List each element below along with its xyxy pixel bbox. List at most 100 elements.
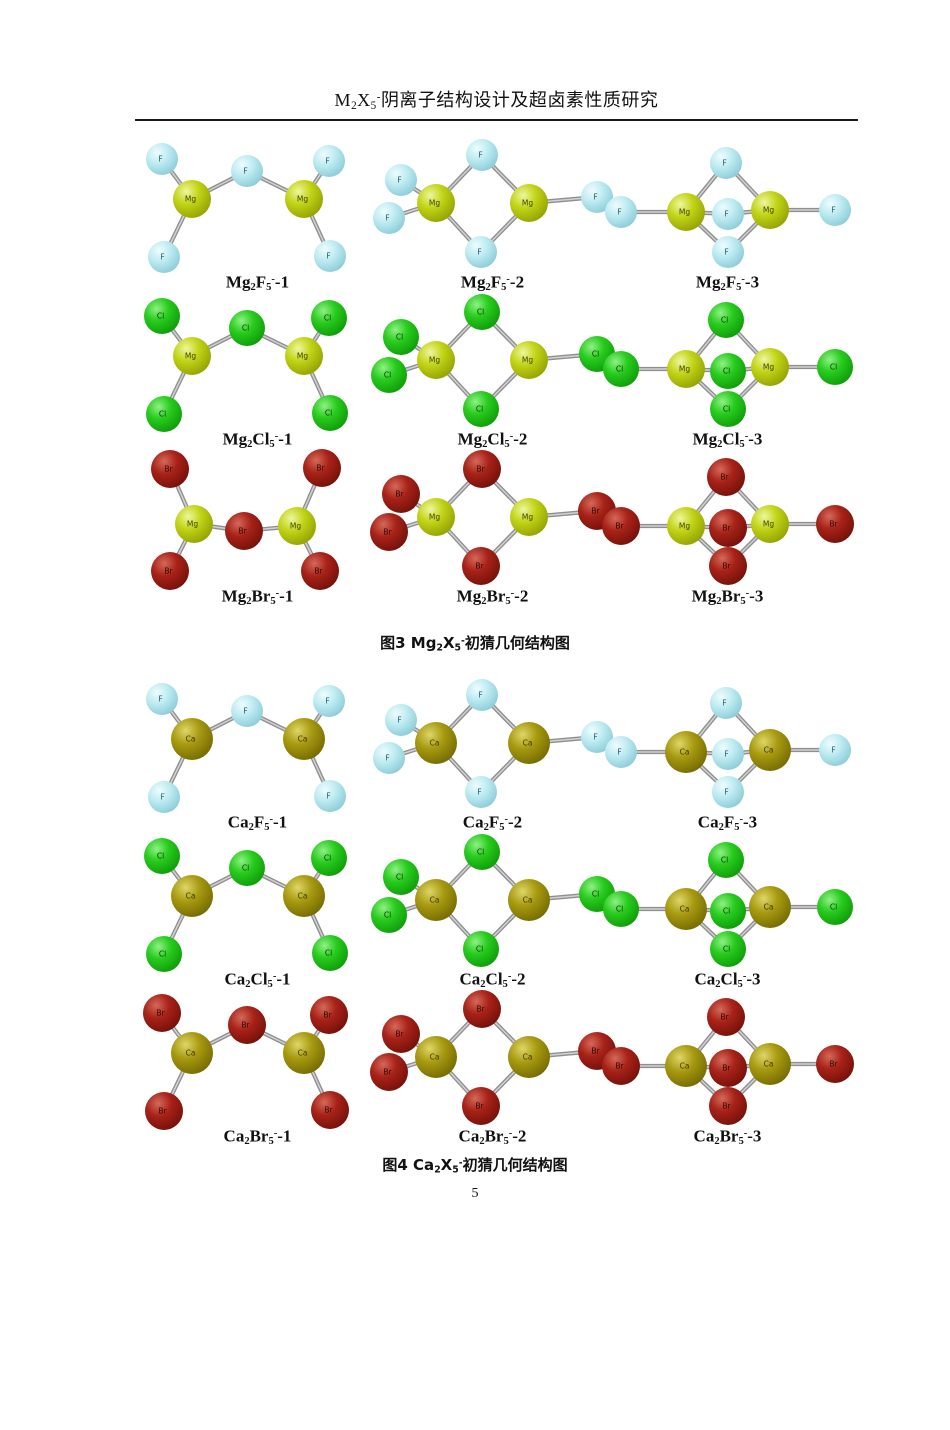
- label-part: -3: [746, 969, 761, 989]
- atom-Br: [815, 1045, 854, 1084]
- atom-label-Mg: Mg: [428, 356, 439, 365]
- label-part: Ca: [462, 812, 484, 832]
- label-part: Ca: [458, 1126, 480, 1146]
- atom-Br: [227, 1006, 266, 1045]
- atom-label-Br: Br: [720, 473, 729, 482]
- label-part: 2: [718, 822, 724, 834]
- atom-label-Mg: Mg: [762, 363, 773, 372]
- label-part: Cl: [487, 429, 505, 449]
- atom-Br: [601, 1047, 640, 1086]
- atom-label-Ca: Ca: [297, 735, 307, 744]
- molecule-label-mg2cl5-3: Mg2Cl5--3: [593, 427, 863, 450]
- atom-Ca: [282, 1032, 325, 1075]
- atom-label-Br: Br: [722, 1102, 731, 1111]
- atom-label-Mg: Mg: [186, 520, 197, 529]
- atom-F: [147, 241, 180, 273]
- caption-sub: 5: [452, 1164, 459, 1176]
- atom-Br: [706, 458, 745, 496]
- label-part: 2: [248, 822, 254, 834]
- label-part: 2: [480, 979, 486, 991]
- label-part: F: [725, 272, 737, 292]
- atom-F: [372, 742, 405, 775]
- atom-label-Br: Br: [395, 1030, 404, 1039]
- atom-Br: [369, 513, 408, 551]
- label-part: Mg: [695, 272, 721, 292]
- atom-Cl: [228, 310, 265, 346]
- atom-label-Ca: Ca: [429, 1053, 439, 1062]
- figure-3-caption: 图3 Mg2X5-初猜几何结构图: [0, 632, 950, 653]
- label-part: 2: [720, 281, 726, 293]
- atom-label-Br: Br: [164, 567, 173, 576]
- caption-charge: -: [461, 635, 465, 647]
- label-part: F: [490, 272, 502, 292]
- atom-label-F: F: [326, 252, 330, 261]
- atom-label-Mg: Mg: [762, 520, 773, 529]
- atom-F: [384, 164, 417, 196]
- atom-Mg: [666, 507, 705, 545]
- atom-label-Ca: Ca: [679, 748, 689, 757]
- atom-label-Cl: Cl: [475, 405, 482, 414]
- atom-label-F: F: [397, 176, 401, 185]
- atom-label-Cl: Cl: [241, 864, 248, 873]
- label-part: Br: [721, 586, 741, 606]
- atom-label-Br: Br: [615, 522, 624, 531]
- label-part: 2: [715, 979, 721, 991]
- atom-F: [711, 236, 744, 268]
- label-part: 2: [479, 1136, 485, 1148]
- atom-F: [145, 683, 178, 716]
- atom-Br: [461, 1087, 500, 1126]
- atom-label-F: F: [325, 157, 329, 166]
- atom-label-Mg: Mg: [521, 513, 532, 522]
- caption-part: 图3 Mg: [380, 634, 437, 652]
- atom-label-Br: Br: [164, 465, 173, 474]
- atom-label-Cl: Cl: [158, 410, 165, 419]
- atom-Cl: [816, 889, 853, 926]
- atom-label-Cl: Cl: [383, 911, 390, 920]
- atom-F: [604, 196, 637, 228]
- atom-Br: [706, 998, 745, 1037]
- atom-F: [312, 145, 345, 177]
- atom-label-F: F: [724, 788, 728, 797]
- atom-F: [465, 139, 498, 171]
- label-part: -2: [509, 272, 525, 292]
- atom-F: [313, 780, 346, 813]
- label-part: Mg: [225, 272, 251, 292]
- atom-label-F: F: [593, 193, 597, 202]
- atom-Mg: [416, 498, 455, 536]
- atom-Cl: [311, 935, 348, 972]
- label-part: -3: [748, 429, 763, 449]
- atom-F: [145, 143, 178, 175]
- atom-label-Cl: Cl: [722, 907, 729, 916]
- atom-F: [464, 776, 497, 809]
- molecule-label-mg2br5-3: Mg2Br5--3: [593, 584, 863, 607]
- atom-label-F: F: [477, 248, 481, 257]
- label-part: Mg: [692, 429, 718, 449]
- atom-label-Br: Br: [395, 490, 404, 499]
- atom-Ca: [748, 886, 791, 929]
- atom-Mg: [509, 184, 548, 222]
- atom-label-F: F: [617, 208, 621, 217]
- atom-label-Br: Br: [383, 1068, 392, 1077]
- label-part: Cl: [485, 969, 503, 989]
- label-part: Ca: [459, 969, 481, 989]
- label-part: 5: [499, 822, 505, 834]
- atom-F: [818, 734, 851, 767]
- atom-Br: [381, 1015, 420, 1054]
- atom-Cl: [370, 357, 407, 393]
- atom-F: [312, 685, 345, 718]
- atom-Cl: [382, 859, 419, 896]
- label-part: -2: [512, 1126, 527, 1146]
- atom-label-F: F: [325, 697, 329, 706]
- atom-F: [464, 236, 497, 268]
